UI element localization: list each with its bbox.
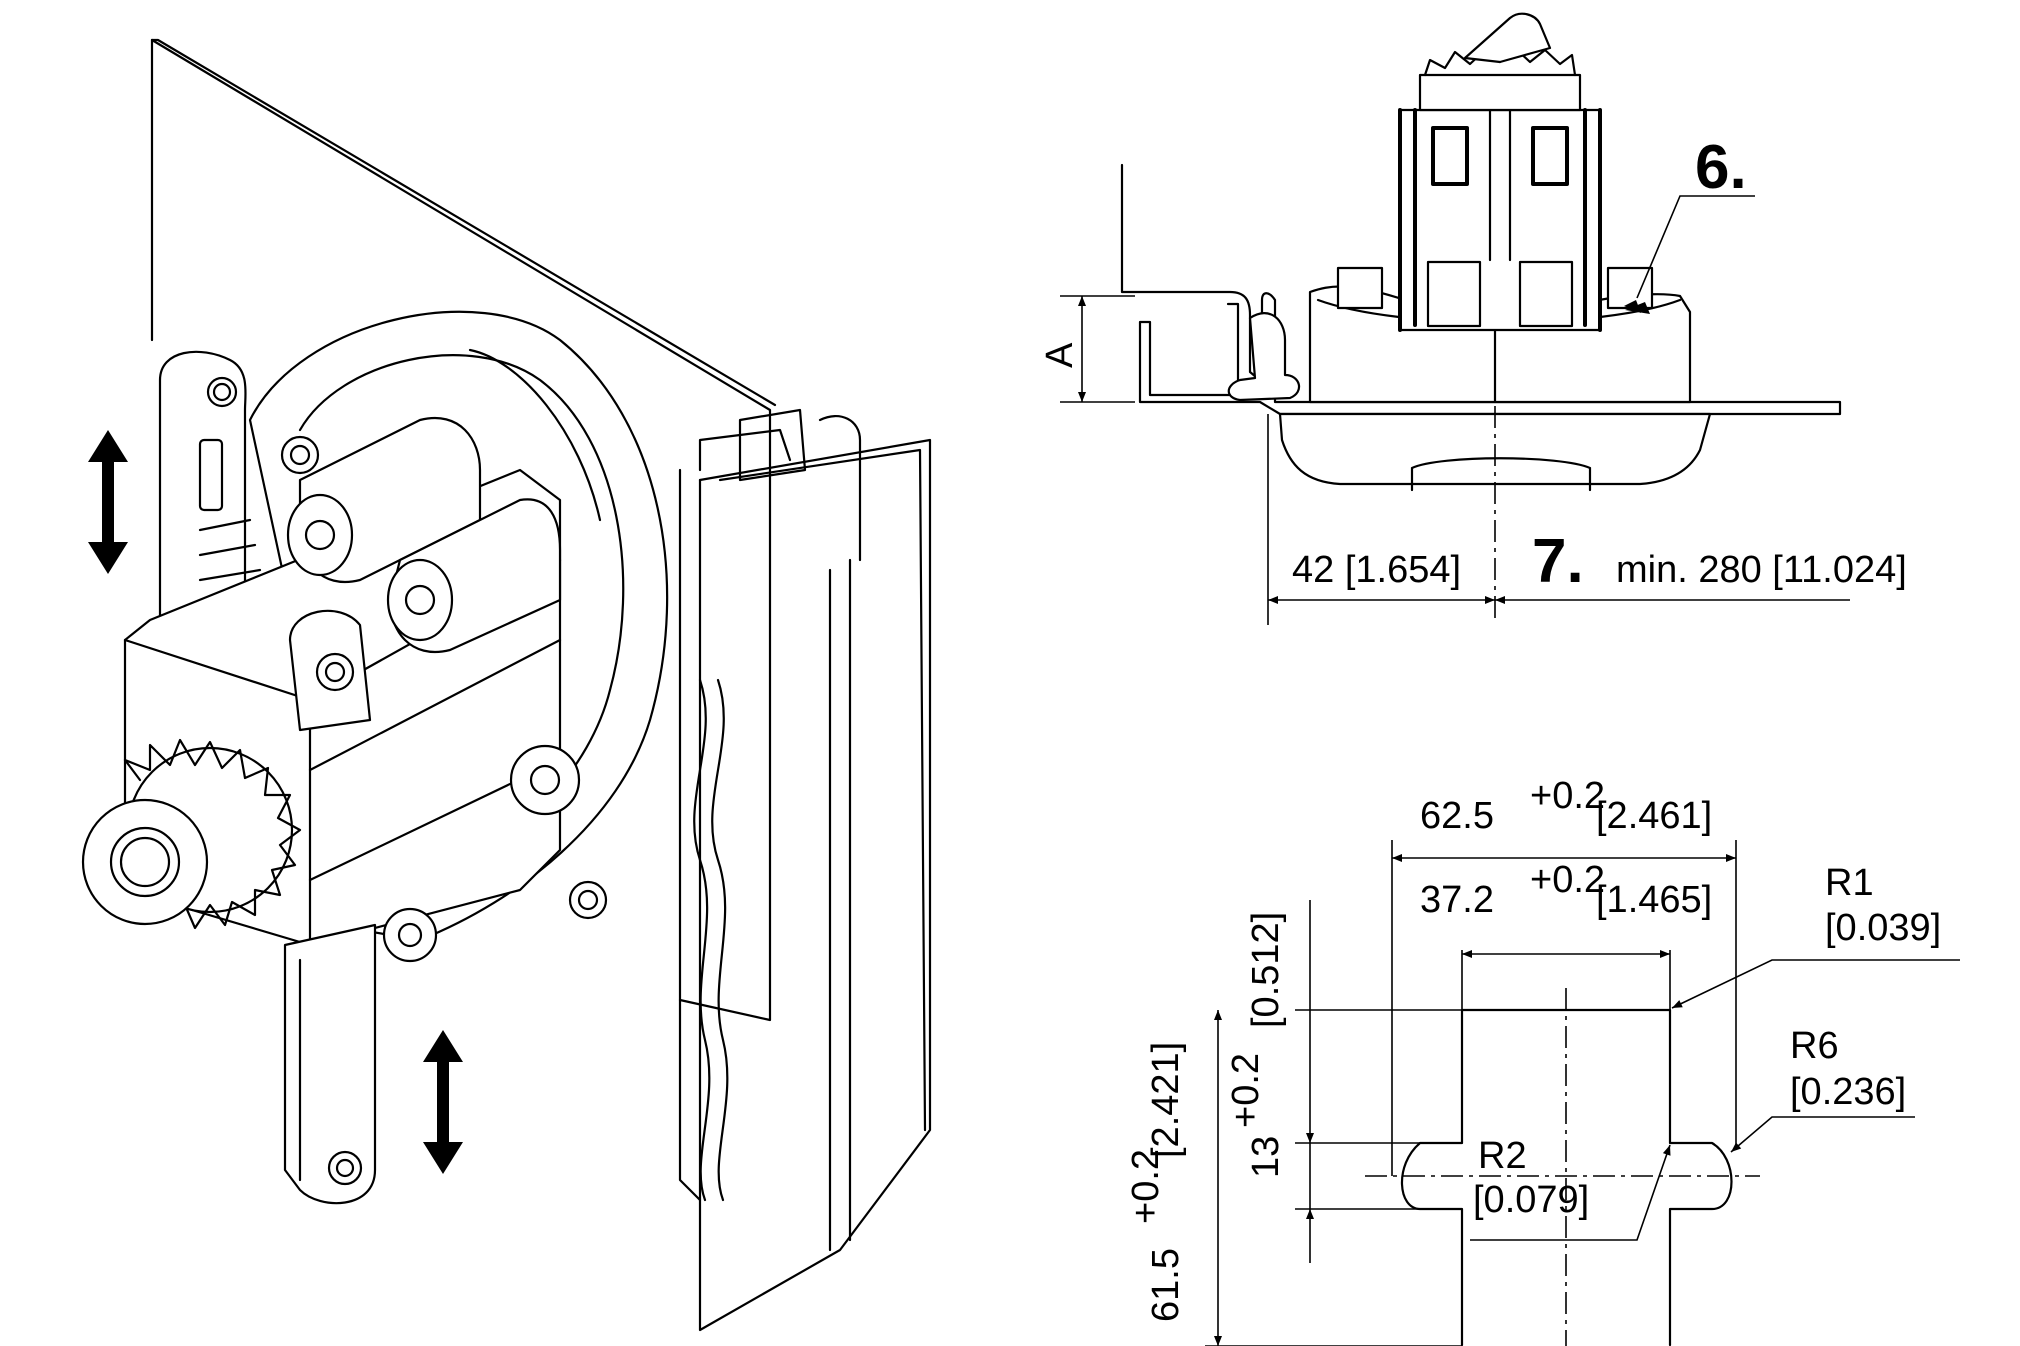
radius-R1: R1 bbox=[1825, 862, 1874, 904]
lower-lever bbox=[283, 923, 377, 1205]
dim-61-5: 61.5 bbox=[1145, 1248, 1187, 1322]
dim-37-2-in: [1.465] bbox=[1596, 879, 1712, 921]
radius-R2: R2 bbox=[1478, 1135, 1527, 1177]
dim-61-5-tol: +0.2 bbox=[1125, 1149, 1167, 1224]
dim-13-in: [0.512] bbox=[1245, 912, 1287, 1028]
dim-37-2-tol: +0.2 bbox=[1530, 859, 1605, 901]
dim-13-tol: +0.2 bbox=[1225, 1053, 1267, 1128]
dim-62-5-tol: +0.2 bbox=[1530, 775, 1605, 817]
motion-arrow-lower-icon bbox=[423, 1030, 463, 1174]
dim-37-2: 37.2 bbox=[1420, 879, 1494, 921]
radius-R2-in: [0.079] bbox=[1473, 1179, 1589, 1221]
cutout-view: 62.5 +0.2 [2.461] 37.2 +0.2 [1.465] 61.5… bbox=[1125, 775, 1960, 1346]
motion-arrow-upper-icon bbox=[88, 430, 128, 574]
dimension-A: A bbox=[1039, 342, 1081, 368]
callout-6: 6. bbox=[1695, 133, 1747, 202]
dim-62-5: 62.5 bbox=[1420, 795, 1494, 837]
dim-62-5-in: [2.461] bbox=[1596, 795, 1712, 837]
dimension-min-280: min. 280 [11.024] bbox=[1616, 549, 1907, 591]
door-frame-profile bbox=[678, 408, 932, 1332]
door-sheet bbox=[1120, 163, 1842, 416]
pinion-gear bbox=[81, 738, 302, 930]
dimension-42: 42 [1.654] bbox=[1292, 549, 1461, 591]
upper-lever bbox=[158, 350, 264, 652]
isometric-view bbox=[81, 38, 932, 1332]
door-seal bbox=[1227, 312, 1301, 402]
dim-13: 13 bbox=[1245, 1136, 1287, 1178]
radius-R6: R6 bbox=[1790, 1025, 1839, 1067]
side-view: 6. A 42 [1.654] 7. min. 280 [11.024] bbox=[1039, 12, 1907, 625]
radius-R1-in: [0.039] bbox=[1825, 907, 1941, 949]
callout-7: 7. bbox=[1532, 527, 1584, 596]
dim-61-5-in: [2.421] bbox=[1145, 1042, 1187, 1158]
radius-R6-in: [0.236] bbox=[1790, 1071, 1906, 1113]
